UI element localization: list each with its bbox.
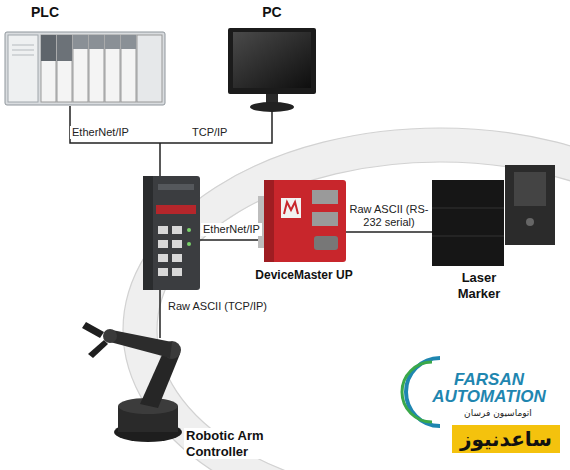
node-label: PC: [226, 4, 318, 21]
logo-text: FARSAN AUTOMATION: [426, 371, 552, 405]
protocol-label: TCP/IP: [190, 126, 229, 139]
laser-node: Laser Marker: [432, 178, 528, 266]
protocol-label: EtherNet/IP: [70, 126, 131, 139]
protocol-label: EtherNet/IP: [201, 223, 262, 236]
protocol-label: Raw ASCII (RS-232 serial): [346, 203, 432, 229]
devicemaster-unit: [258, 180, 346, 262]
pc-monitor: [228, 28, 316, 112]
protocol-label: Raw ASCII (TCP/IP): [166, 300, 269, 313]
node-label: DeviceMaster UP: [248, 268, 360, 282]
conveyor-ring: [123, 128, 570, 470]
pc-node: PC: [226, 4, 320, 116]
node-label: PLC: [29, 4, 61, 21]
laser-marker-unit: [432, 165, 555, 266]
device-node: DeviceMaster UP: [262, 180, 346, 264]
node-label: Laser Marker: [446, 270, 512, 301]
logo-subtitle: اتوماسیون فرسان: [452, 408, 544, 419]
plc-rack: [5, 32, 165, 105]
ethernet-switch: [143, 176, 200, 290]
serial-cable: [346, 231, 432, 233]
robotic-arm: [82, 322, 182, 442]
watermark: ساعدنیوز: [452, 425, 560, 453]
robot-node: Robotic Arm Controller: [80, 318, 290, 448]
plc-node: PLC: [5, 4, 165, 106]
network-wire: [70, 106, 272, 338]
node-label: Robotic Arm Controller: [184, 428, 288, 459]
